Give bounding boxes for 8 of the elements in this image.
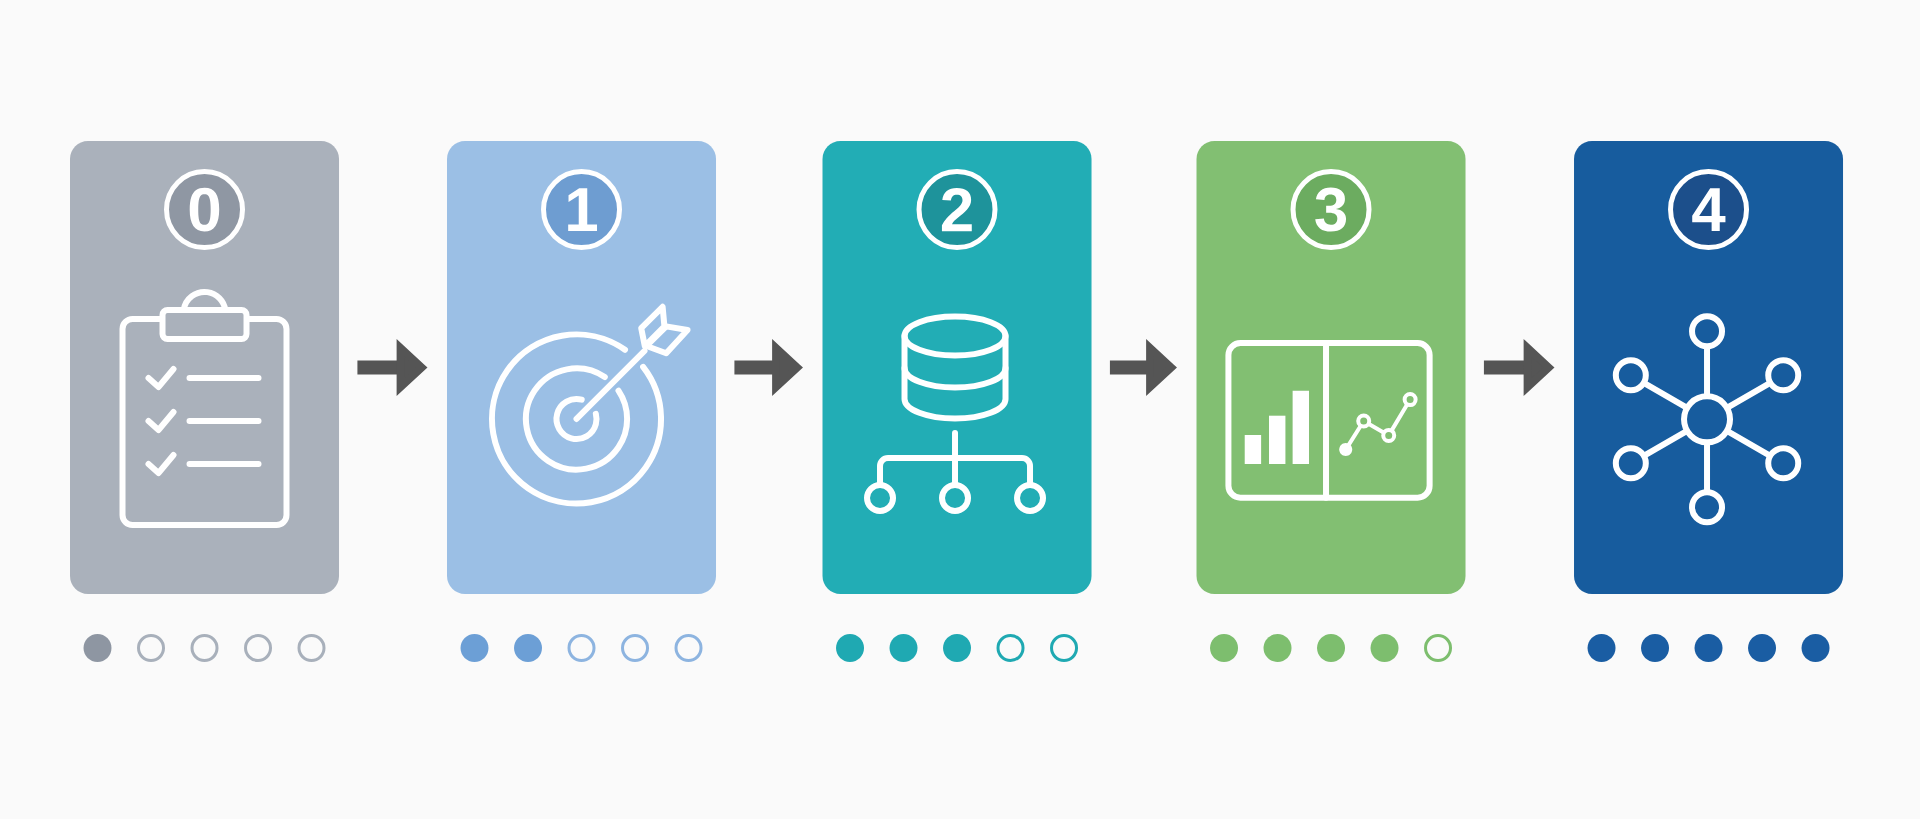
step-card: [1574, 141, 1844, 594]
step-card: [447, 141, 716, 594]
number-badge: 3: [1290, 169, 1372, 251]
number-badge: 2: [916, 169, 998, 251]
number-badge: 1: [541, 169, 622, 251]
number-badge: 4: [1668, 169, 1750, 251]
step-card: [822, 141, 1092, 594]
number-badge: 0: [164, 169, 245, 251]
